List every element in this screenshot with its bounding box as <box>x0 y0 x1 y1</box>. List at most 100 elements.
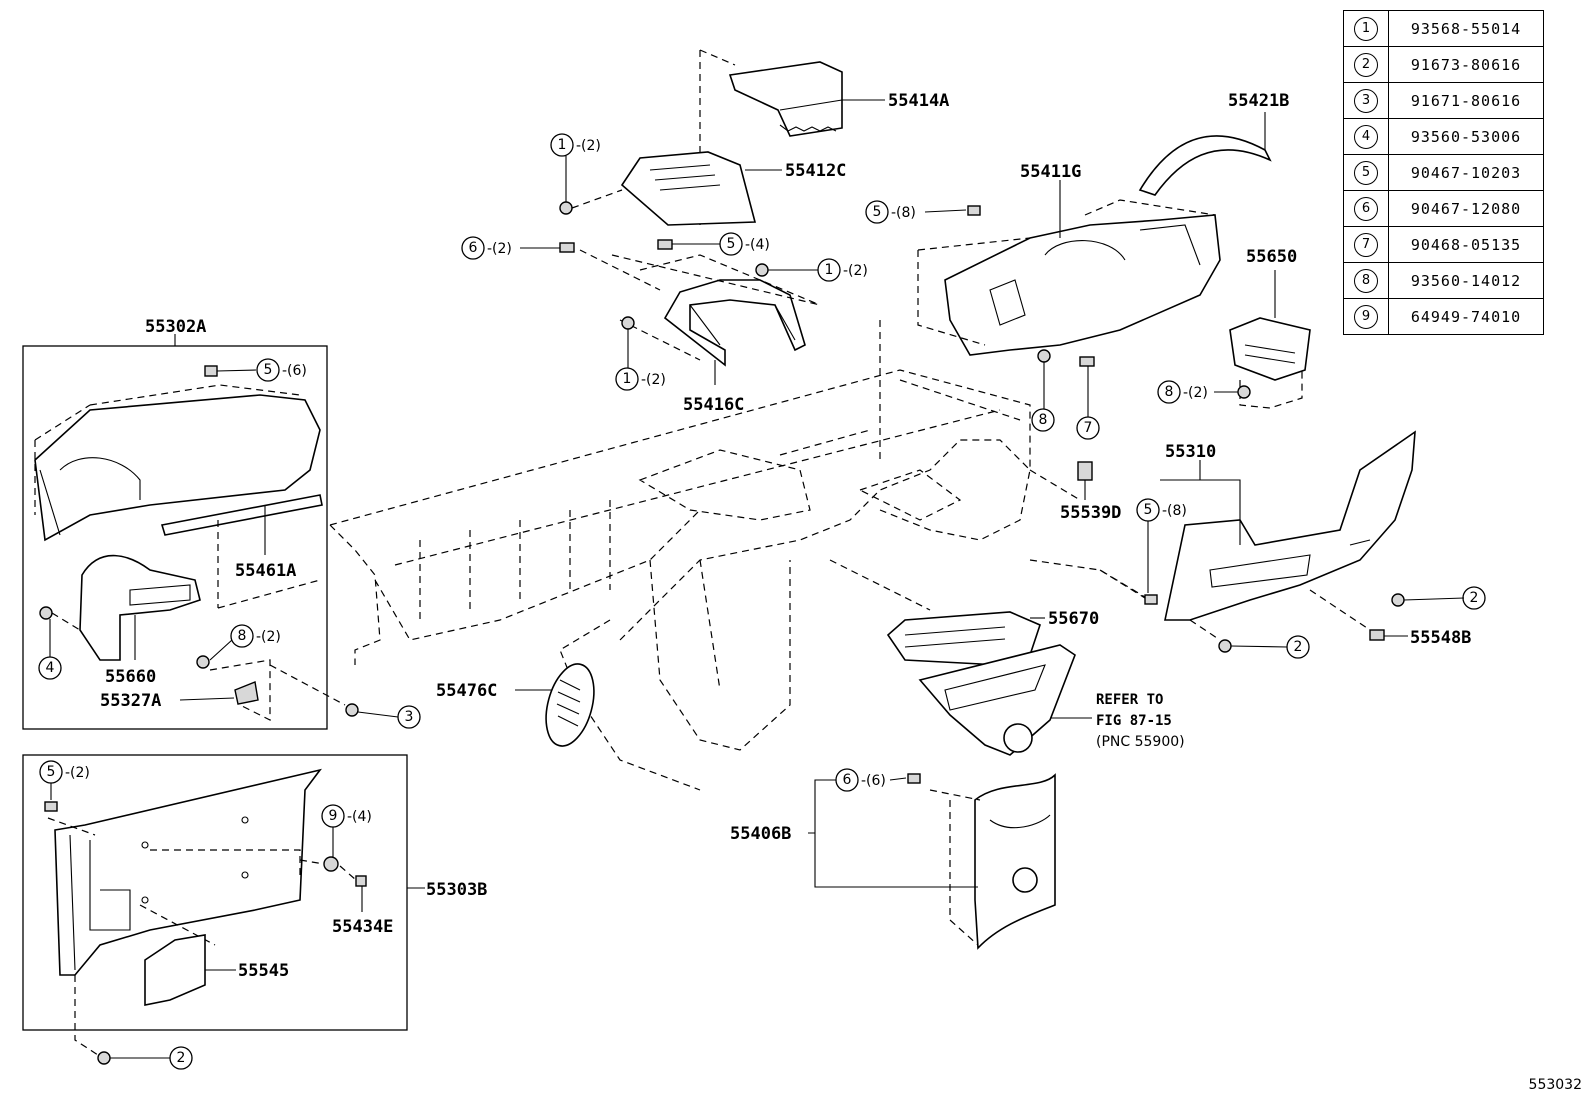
svg-text:-(8): -(8) <box>891 205 916 221</box>
svg-text:4: 4 <box>46 660 55 676</box>
parts-table-row: 6 90467-12080 <box>1343 190 1544 227</box>
part-55327A-drawing <box>234 681 259 705</box>
parts-table-index: 3 <box>1354 88 1378 113</box>
svg-text:1: 1 <box>558 137 567 153</box>
group-box-55303B <box>22 754 408 1031</box>
callout-2-a: 2 <box>1403 586 1486 610</box>
label-55476C: 55476C <box>436 681 497 701</box>
parts-table-part-number: 90468-05135 <box>1388 226 1544 263</box>
part-55670-drawing <box>886 611 1041 666</box>
callout-2-c: 2 <box>110 1046 193 1070</box>
part-55303B-drawing <box>54 768 322 976</box>
label-55539D: 55539D <box>1060 503 1121 523</box>
svg-text:6: 6 <box>843 772 852 788</box>
callout-6-a: 6 -(2) <box>461 236 560 260</box>
svg-text:-(6): -(6) <box>282 363 307 379</box>
parts-table-index: 6 <box>1354 196 1378 221</box>
svg-text:2: 2 <box>177 1050 186 1066</box>
label-55310: 55310 <box>1165 442 1216 462</box>
part-55900-bezel-drawing <box>918 644 1076 756</box>
parts-table-index: 1 <box>1354 16 1378 41</box>
svg-text:-(6): -(6) <box>861 773 886 789</box>
svg-text:8: 8 <box>238 628 247 644</box>
callout-8-a: 8 -(2) <box>1157 380 1238 404</box>
part-55414A-drawing <box>728 61 843 137</box>
parts-table-row: 3 91671-80616 <box>1343 82 1544 119</box>
figure-id: 553032 <box>1528 1077 1582 1093</box>
callout-2-b: 2 <box>1230 635 1310 659</box>
parts-table-index: 8 <box>1354 268 1378 293</box>
part-55310-drawing <box>1164 430 1416 621</box>
svg-text:5: 5 <box>873 204 882 220</box>
callout-6-b: 6 -(6) <box>835 768 907 792</box>
svg-text:-(2): -(2) <box>65 765 90 781</box>
part-55461A-drawing <box>160 494 323 536</box>
svg-text:8: 8 <box>1165 384 1174 400</box>
refer-note-line2: FIG 87-15 <box>1096 713 1172 729</box>
callout-8-b: 8 -(2) <box>209 624 281 661</box>
callout-4: 4 <box>38 619 62 680</box>
parts-table-index: 7 <box>1354 232 1378 257</box>
callout-5-b: 5 -(8) <box>865 200 967 224</box>
dashboard-frame-phantom <box>329 320 1151 791</box>
svg-text:3: 3 <box>405 709 414 725</box>
parts-table-part-number: 93560-53006 <box>1388 118 1544 155</box>
svg-text:5: 5 <box>1144 502 1153 518</box>
callout-5-c: 5 -(6) <box>216 358 307 382</box>
callout-5-e: 5 -(2) <box>39 760 90 800</box>
svg-text:8: 8 <box>1039 412 1048 428</box>
parts-table-part-number: 90467-12080 <box>1388 190 1544 227</box>
label-55303B: 55303B <box>426 880 487 900</box>
label-55416C: 55416C <box>683 395 744 415</box>
label-55327A: 55327A <box>100 691 161 711</box>
svg-text:6: 6 <box>469 240 478 256</box>
label-55434E: 55434E <box>332 917 393 937</box>
part-55545-drawing <box>144 934 206 1006</box>
part-55421B-drawing <box>1138 135 1272 196</box>
svg-text:-(2): -(2) <box>487 241 512 257</box>
svg-text:-(8): -(8) <box>1162 503 1187 519</box>
part-55650-drawing <box>1229 317 1311 381</box>
parts-table-part-number: 93560-14012 <box>1388 262 1544 299</box>
svg-text:5: 5 <box>727 236 736 252</box>
callout-1-b: 1 -(2) <box>768 258 868 282</box>
svg-text:2: 2 <box>1294 639 1303 655</box>
refer-note-line1: REFER TO <box>1096 692 1163 708</box>
callout-3: 3 <box>357 705 421 729</box>
part-55416C-drawing <box>663 279 806 367</box>
part-55411G-drawing <box>944 214 1221 356</box>
label-55670: 55670 <box>1048 609 1099 629</box>
label-55461A: 55461A <box>235 561 296 581</box>
label-55406B: 55406B <box>730 824 791 844</box>
parts-table-part-number: 91673-80616 <box>1388 46 1544 83</box>
svg-text:-(2): -(2) <box>843 263 868 279</box>
part-55660-drawing <box>79 554 201 661</box>
refer-note-line3: (PNC 55900) <box>1096 734 1185 750</box>
part-55476C-drawing <box>545 663 595 747</box>
callout-9: 9 -(4) <box>321 804 372 857</box>
label-55411G: 55411G <box>1020 162 1081 182</box>
callout-1-c: 1 -(2) <box>615 329 666 391</box>
parts-table-index: 5 <box>1354 160 1378 185</box>
svg-text:5: 5 <box>47 764 56 780</box>
svg-text:-(2): -(2) <box>641 372 666 388</box>
svg-text:-(2): -(2) <box>1183 385 1208 401</box>
label-55545: 55545 <box>238 961 289 981</box>
svg-text:-(2): -(2) <box>576 138 601 154</box>
label-55414A: 55414A <box>888 91 949 111</box>
label-55421B: 55421B <box>1228 91 1289 111</box>
svg-text:1: 1 <box>623 371 632 387</box>
label-55412C: 55412C <box>785 161 846 181</box>
parts-table-part-number: 91671-80616 <box>1388 82 1544 119</box>
svg-text:2: 2 <box>1470 590 1479 606</box>
svg-text:7: 7 <box>1084 420 1093 436</box>
parts-table-part-number: 64949-74010 <box>1388 298 1544 335</box>
label-55302A: 55302A <box>145 317 206 337</box>
svg-text:-(4): -(4) <box>745 237 770 253</box>
part-55302A-drawing <box>34 394 321 542</box>
